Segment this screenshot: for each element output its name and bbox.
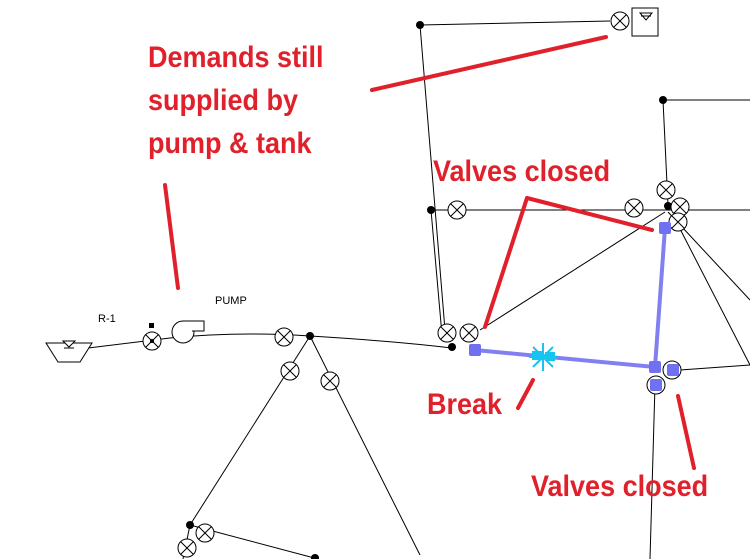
pipe-top — [419, 20, 611, 26]
highlight-node — [659, 222, 671, 234]
reservoir-icon — [45, 340, 93, 363]
tank-icon — [631, 7, 659, 37]
valve-icon — [195, 523, 215, 543]
isolated-pipes — [473, 226, 667, 369]
highlight-node — [650, 379, 662, 391]
pipe-mid-left-vertical — [430, 209, 443, 336]
junction-node — [448, 343, 456, 351]
pipe-right-lower — [679, 364, 750, 371]
junction-node — [150, 339, 154, 343]
pipe-right-diagonal — [309, 335, 421, 556]
pipe-top-left-vertical — [419, 24, 446, 331]
isolated-pipe-vertical — [653, 226, 667, 369]
junction-node — [186, 521, 194, 529]
annotation-demands-line1: Demands still — [148, 41, 324, 74]
isolated-nodes — [469, 222, 679, 391]
pointer-demands-pump — [163, 183, 180, 290]
pointer-valves-top-left — [483, 196, 529, 329]
annotation-valves-closed-top: Valves closed — [433, 155, 611, 188]
annotation-demands-line2: supplied by — [148, 84, 299, 117]
pointer-valves-bottom — [676, 394, 696, 470]
junctions — [186, 21, 672, 559]
pointer-valves-top-right — [525, 196, 654, 232]
pointer-break — [516, 378, 535, 410]
valve-icon — [274, 327, 294, 347]
annotation-demands-line3: pump & tank — [148, 127, 312, 160]
pointer-demands-tank — [370, 35, 608, 92]
junction-node — [659, 96, 667, 104]
junction-node — [306, 332, 314, 340]
pump-icon — [171, 320, 205, 344]
valve-icon — [437, 323, 457, 343]
valve-icon — [177, 538, 197, 558]
reservoir-label: R-1 — [98, 313, 116, 325]
highlight-node — [469, 344, 481, 356]
break-star-icon — [529, 343, 557, 371]
valve-icon — [668, 212, 688, 232]
junction-node — [664, 202, 672, 210]
valve-icon — [610, 11, 630, 31]
valve-icon — [624, 198, 644, 218]
annotation-break: Break — [427, 388, 503, 421]
pump-label: PUMP — [215, 295, 247, 307]
pipe-main — [71, 333, 453, 351]
valve-icon — [459, 323, 479, 343]
highlight-node — [649, 361, 661, 373]
junction-node — [427, 206, 435, 214]
highlight-node — [667, 364, 679, 376]
valve-icon — [656, 180, 676, 200]
pipe-diagonal-upper — [479, 211, 666, 331]
valve-icon — [280, 361, 300, 381]
valve-icon — [447, 200, 467, 220]
junction-node — [416, 21, 424, 29]
pipe-bottom-right-vertical — [649, 384, 656, 559]
annotation-valves-closed-bottom: Valves closed — [531, 470, 709, 503]
annotation-pointers — [163, 35, 696, 470]
valve-icon — [320, 371, 340, 391]
pipe-diagonal-lower — [677, 224, 750, 366]
check-valve-marker — [149, 323, 154, 328]
junction-node — [311, 554, 319, 559]
isolated-pipe-horizontal — [473, 348, 657, 369]
